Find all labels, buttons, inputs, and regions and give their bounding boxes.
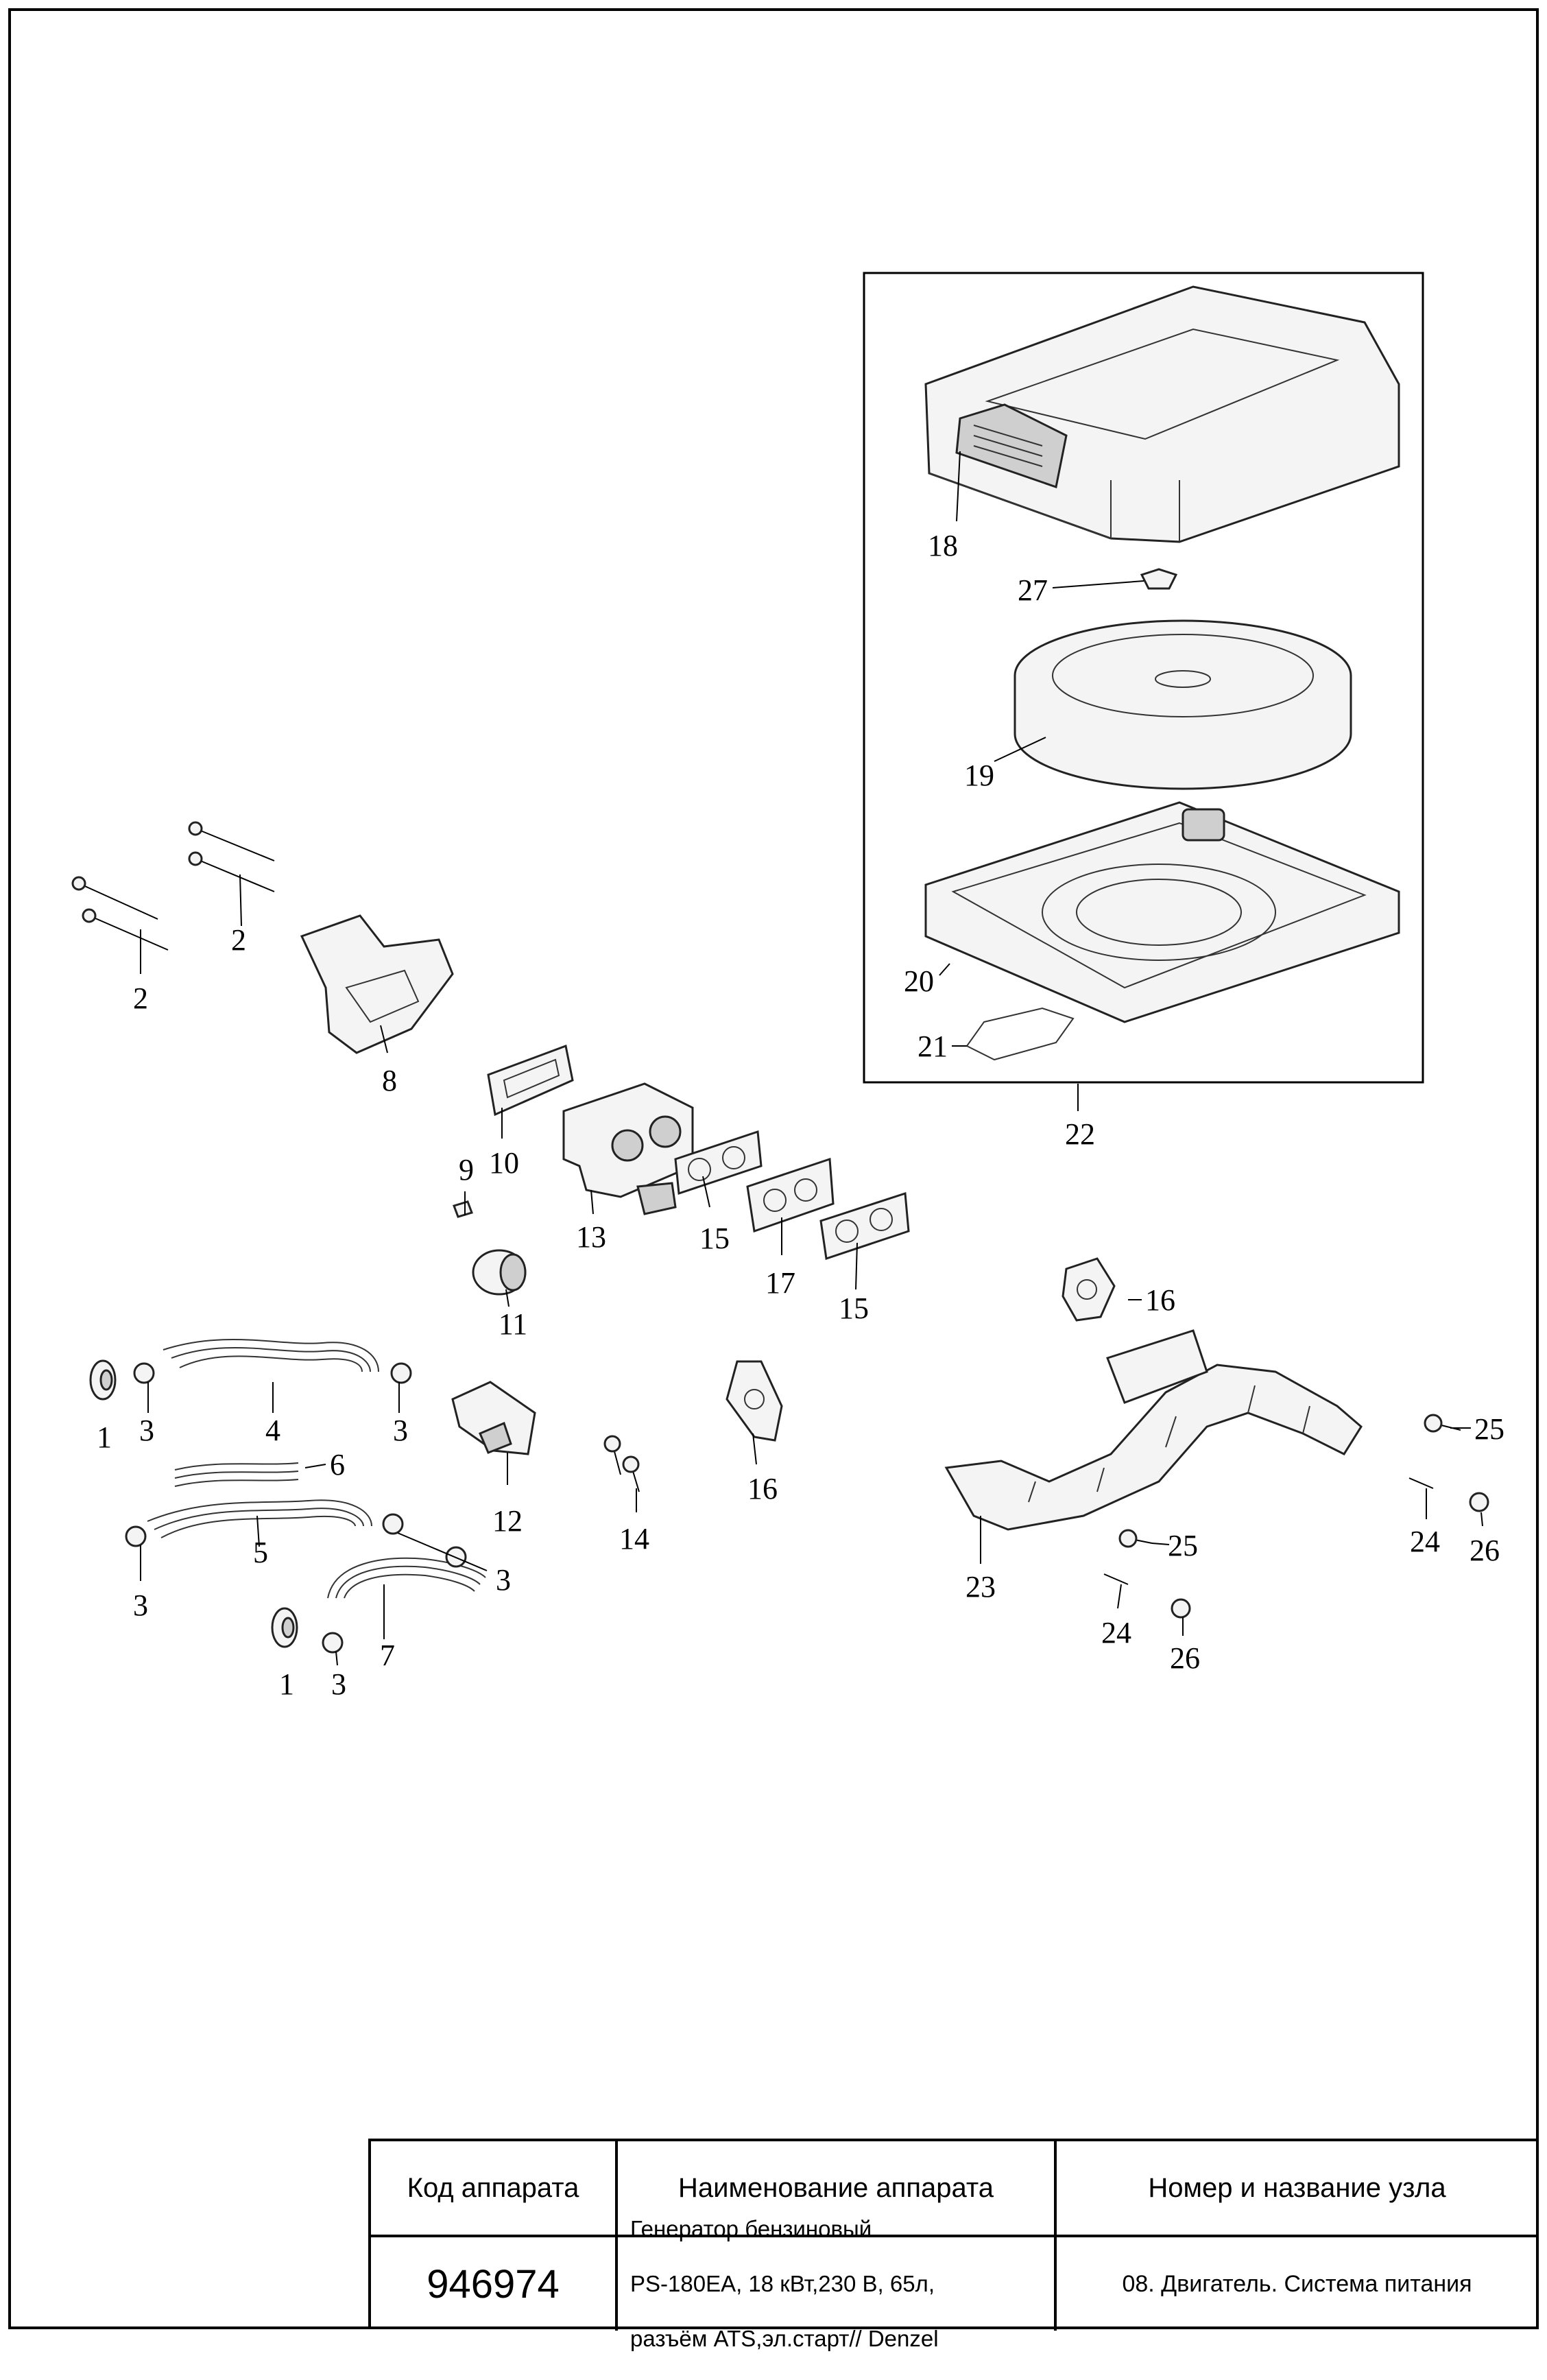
exhaust-manifold [944,1329,1363,1531]
title-block: Код аппарата Наименование аппарата Номер… [368,2139,1537,2351]
leader-lines [140,451,1483,1666]
filter-gasket [966,1007,1075,1061]
callout-15: 15 [839,1292,869,1325]
callout-3: 3 [393,1414,408,1447]
callout-11: 11 [499,1307,527,1341]
callout-14: 14 [619,1522,649,1556]
callout-8: 8 [382,1064,397,1097]
callout-24: 24 [1410,1525,1440,1558]
callout-1: 1 [279,1667,294,1701]
callout-25: 25 [1168,1529,1198,1562]
callout-12: 12 [492,1504,523,1538]
fuel-cap [472,1249,527,1296]
callout-23: 23 [966,1570,996,1604]
callout-4: 4 [265,1414,280,1447]
callout-7: 7 [380,1639,395,1672]
air-filter-assembly-box [863,272,1424,1084]
device-code: 946974 [427,2261,560,2307]
device-name: Генератор бензиновый PS-180EA, 18 кВт,23… [615,2216,1054,2351]
air-filter-base [924,801,1400,1023]
device-name-line-2: PS-180EA, 18 кВт,230 В, 65л, [630,2271,935,2296]
gasket-two-hole-b [819,1191,910,1260]
air-filter-cover [924,285,1400,543]
callout-24: 24 [1101,1616,1131,1650]
callout-15: 15 [699,1222,730,1255]
nuts [1171,1492,1489,1619]
callout-13: 13 [576,1220,606,1254]
callout-2: 2 [231,923,246,957]
callout-3: 3 [133,1588,148,1622]
air-filter-element [1014,619,1352,790]
intake-elbow [300,914,454,1054]
callout-labels: 1 1 2 2 3 3 3 3 3 4 5 6 7 8 9 10 11 12 1… [97,529,1504,1701]
flange-bolts [1118,1414,1461,1548]
callout-3: 3 [139,1414,154,1447]
callout-18: 18 [928,529,958,562]
carburetor-gasket-top [487,1044,574,1117]
bolts-long [71,821,275,951]
callout-9: 9 [459,1153,474,1187]
small-clip [453,1200,473,1218]
exhaust-gasket-a [725,1360,783,1442]
callout-26: 26 [1170,1641,1200,1675]
callout-25: 25 [1474,1412,1504,1446]
carburetor [562,1082,694,1215]
callout-22: 22 [1065,1117,1095,1151]
callout-3: 3 [331,1667,346,1701]
callout-1: 1 [97,1420,112,1454]
callout-3: 3 [496,1563,511,1597]
small-bolts [603,1435,640,1492]
title-block-value-row: 946974 Генератор бензиновый PS-180EA, 18… [371,2216,1537,2351]
wing-nut [1140,568,1178,590]
callout-6: 6 [330,1448,345,1481]
callout-17: 17 [765,1266,795,1300]
title-block-header-row: Код аппарата Наименование аппарата Номер… [371,2141,1537,2235]
sheet-frame [8,8,1539,2329]
hose-clamps [125,1362,467,1654]
fuel-hoses [147,1338,486,1599]
header-device-name: Наименование аппарата [615,2141,1054,2235]
callout-20: 20 [904,964,934,998]
gasket-two-hole-a [674,1130,763,1195]
exhaust-gasket-b [1062,1257,1116,1322]
unit-name: 08. Двигатель. Система питания [1054,2237,1537,2331]
device-name-line-3: разъём ATS,эл.старт// Denzel [630,2326,939,2351]
callout-16: 16 [747,1472,778,1506]
callout-27: 27 [1018,573,1048,607]
callout-2: 2 [133,981,148,1015]
grommets [89,1359,298,1648]
studs [1103,1477,1434,1585]
callout-10: 10 [489,1146,519,1180]
device-name-line-1: Генератор бензиновый [630,2216,872,2241]
header-unit-name: Номер и название узла [1054,2141,1537,2235]
callout-26: 26 [1470,1534,1500,1567]
header-device-code: Код аппарата [407,2172,579,2203]
spacer-plate [746,1157,835,1233]
callout-21: 21 [918,1030,948,1063]
callout-16: 16 [1145,1283,1175,1317]
callout-5: 5 [253,1536,268,1569]
fuel-pump [451,1381,536,1455]
callout-19: 19 [964,759,994,792]
